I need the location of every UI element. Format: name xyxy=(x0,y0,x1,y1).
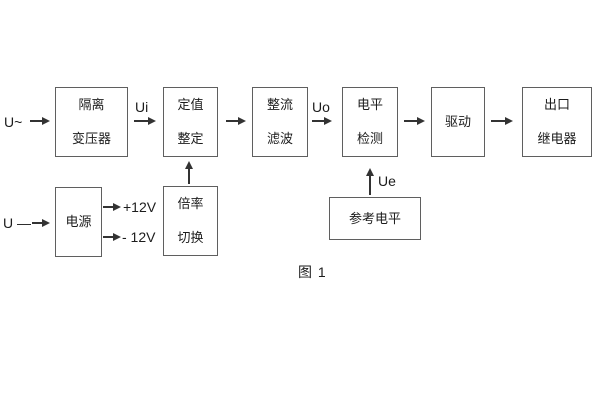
label-dc-input: U — xyxy=(3,215,31,231)
block-label: 出口 xyxy=(543,97,570,112)
arrow-uo-to-level-detect xyxy=(312,117,332,125)
block-label: 整定 xyxy=(177,131,204,146)
block-isolation-transformer: 隔离 变压器 xyxy=(55,87,128,157)
arrow-to-output-relay xyxy=(491,117,513,125)
block-value-setting: 定值 整定 xyxy=(163,87,218,157)
block-label: 定值 xyxy=(177,97,204,112)
label-pos-rail: +12V xyxy=(123,199,157,215)
block-label: 倍率 xyxy=(177,196,204,211)
block-label: 电平 xyxy=(356,97,383,112)
arrow-ratio-to-value-setting xyxy=(185,161,193,184)
arrow-ac-to-transformer xyxy=(30,117,50,125)
arrow-ue-to-level-detect xyxy=(366,168,374,195)
label-signal-uo: Uo xyxy=(312,99,330,115)
block-power-supply: 电源 xyxy=(55,187,102,257)
block-reference-level: 参考电平 xyxy=(329,197,421,240)
block-label: 整流 xyxy=(266,97,293,112)
arrow-to-rectify-filter xyxy=(226,117,246,125)
arrow-dc-to-power xyxy=(32,219,50,227)
block-driver: 驱动 xyxy=(431,87,485,157)
block-label: 变压器 xyxy=(71,131,111,146)
label-ac-input: U~ xyxy=(4,114,23,130)
block-label: 驱动 xyxy=(444,114,471,129)
block-label: 切换 xyxy=(177,230,204,245)
block-label: 参考电平 xyxy=(348,210,401,226)
arrow-to-driver xyxy=(404,117,425,125)
block-label: 继电器 xyxy=(537,131,577,146)
label-neg-rail: - 12V xyxy=(122,229,156,245)
block-label: 滤波 xyxy=(266,131,293,146)
label-signal-ue: Ue xyxy=(378,173,396,189)
arrow-pos-rail xyxy=(103,203,121,211)
label-signal-ui: Ui xyxy=(135,99,149,115)
block-label: 检测 xyxy=(356,131,383,146)
arrow-ui-to-value-setting xyxy=(134,117,156,125)
block-level-detect: 电平 检测 xyxy=(342,87,398,157)
block-label: 隔离 xyxy=(78,97,105,112)
block-rectify-filter: 整流 滤波 xyxy=(252,87,308,157)
block-ratio-switch: 倍率 切换 xyxy=(163,186,218,256)
arrow-neg-rail xyxy=(103,233,121,241)
block-label: 电源 xyxy=(65,214,92,229)
block-output-relay: 出口 继电器 xyxy=(522,87,592,157)
figure-caption: 图 1 xyxy=(298,264,327,280)
